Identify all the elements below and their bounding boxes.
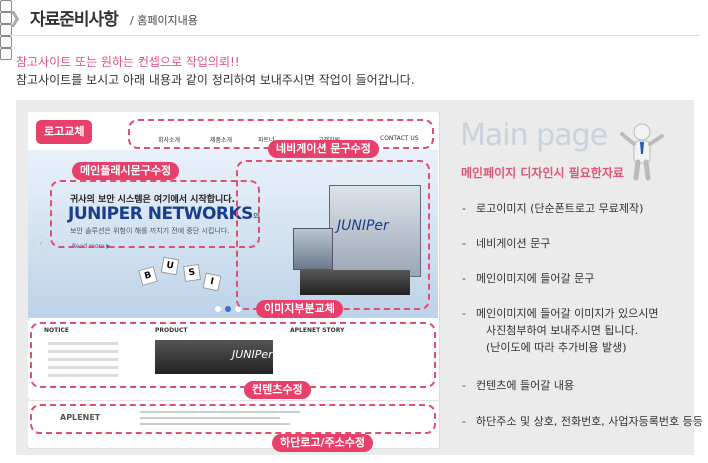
side-list-item: -컨텐츠에 들어갈 내용 (462, 378, 574, 393)
person-figure-icon (620, 123, 664, 181)
banner-dot-active (225, 306, 231, 312)
bullet-dash: - (462, 379, 466, 392)
side-list-item-text: 메인이미지에 들어갈 문구 (476, 272, 595, 285)
notice-line (48, 374, 118, 377)
page-subtitle: / 홈페이지내용 (130, 14, 198, 27)
side-list-item-text: (난이도에 따라 추가비용 발생) (486, 341, 627, 354)
side-list-item: -네비게이션 문구 (462, 236, 550, 251)
banner-dot (235, 306, 241, 312)
server-rack-image (329, 185, 421, 277)
intro-highlight: 참고사이트 또는 원하는 컨셉으로 작업의뢰!! (16, 55, 240, 69)
mockup-nav-item: 제품소개 (210, 137, 233, 144)
label-logo: 로고교체 (36, 120, 93, 144)
side-list-item-text: 하단주소 및 상호, 전화번호, 사업자등록번호 등등 (476, 415, 703, 428)
bullet-dash: - (462, 272, 466, 285)
product-logo: JUNIPer (232, 348, 273, 361)
side-list-item: -하단주소 및 상호, 전화번호, 사업자등록번호 등등 (462, 414, 703, 429)
content-highlight (30, 322, 436, 388)
flash-highlight (50, 180, 260, 248)
label-footer: 하단로고/주소수정 (272, 434, 373, 452)
banner-brand-suffix: 의 (252, 212, 260, 221)
story-icon (0, 0, 12, 12)
bullet-dash: - (462, 237, 466, 250)
side-list-item-text: 컨텐츠에 들어갈 내용 (476, 379, 575, 392)
product-title: PRODUCT (155, 327, 188, 334)
label-nav: 네비게이션 문구수정 (268, 140, 379, 158)
banner-product-logo: JUNIPer (337, 218, 389, 234)
notice-line (48, 358, 118, 361)
notice-line (48, 366, 118, 369)
side-list-item-text: 로고이미지 (단순폰트로고 무료제작) (476, 202, 644, 215)
label-contents: 컨텐츠수정 (244, 381, 311, 399)
bullet-dash: - (462, 307, 466, 320)
server-unit-image (293, 228, 333, 270)
banner-dot (215, 306, 221, 312)
story-icon (0, 12, 12, 24)
side-list-item-text: 네비게이션 문구 (476, 237, 551, 250)
label-flash: 메인플래시문구수정 (72, 162, 180, 180)
mockup-nav-item: 파트너 (258, 137, 275, 144)
side-list-item-text: 사진첨부하여 보내주시면 됩니다. (486, 324, 639, 337)
footer-line (140, 423, 290, 425)
side-subtitle: 메인페이지 디자인시 필요한자료 (461, 166, 624, 180)
letter-cube: I (202, 272, 222, 292)
chevron-right-icon: ❯ (8, 8, 22, 27)
side-list-item: -로고이미지 (단순폰트로고 무료제작) (462, 201, 643, 216)
product-image (155, 340, 273, 374)
notice-line (48, 342, 118, 345)
side-list-item: - 메인이미지에 들어갈 이미지가 있으시면 사진첨부하여 보내주시면 됩니다.… (462, 306, 659, 355)
bullet-dash: - (462, 415, 466, 428)
letter-cube: S (182, 263, 202, 283)
footer-line (140, 411, 300, 413)
banner-prev-icon: ‹ (33, 236, 49, 252)
side-title: Main page (460, 118, 608, 153)
bullet-dash: - (462, 202, 466, 215)
intro-text: 참고사이트를 보시고 아래 내용과 같이 정리하여 보내주시면 작업이 들어갑니… (16, 73, 415, 87)
notice-title: NOTICE (44, 327, 69, 334)
side-list-item: -메인이미지에 들어갈 문구 (462, 271, 594, 286)
page-title: 자료준비사항 (30, 10, 119, 30)
footer-line (140, 417, 280, 419)
story-icon (0, 36, 12, 48)
story-title: APLENET STORY (290, 327, 345, 334)
footer-highlight (30, 404, 436, 434)
mockup-nav-item: 회사소개 (158, 137, 181, 144)
footer-logo: APLENET (60, 413, 101, 422)
banner-brand-name: JUNIPER NETWORKS (68, 204, 253, 224)
banner-desc: 보안 솔루션은 위험이 해를 끼치기 전에 중단 시킵니다. (70, 227, 230, 235)
mockup-nav-item: CONTACT US (380, 135, 419, 142)
story-icon (0, 48, 12, 60)
letter-cube: U (160, 256, 180, 276)
story-icon (0, 24, 12, 36)
image-highlight (236, 160, 430, 310)
side-list-item-text: 메인이미지에 들어갈 이미지가 있으시면 (476, 307, 659, 320)
label-image: 이미지부분교체 (256, 300, 343, 318)
header-divider (10, 35, 700, 36)
banner-tagline: 귀사의 보안 시스템은 여기에서 시작합니다. (70, 195, 235, 205)
notice-line (48, 350, 118, 353)
server-switch-image (300, 270, 410, 295)
banner-brand: JUNIPER NETWORKS의 (68, 204, 260, 224)
